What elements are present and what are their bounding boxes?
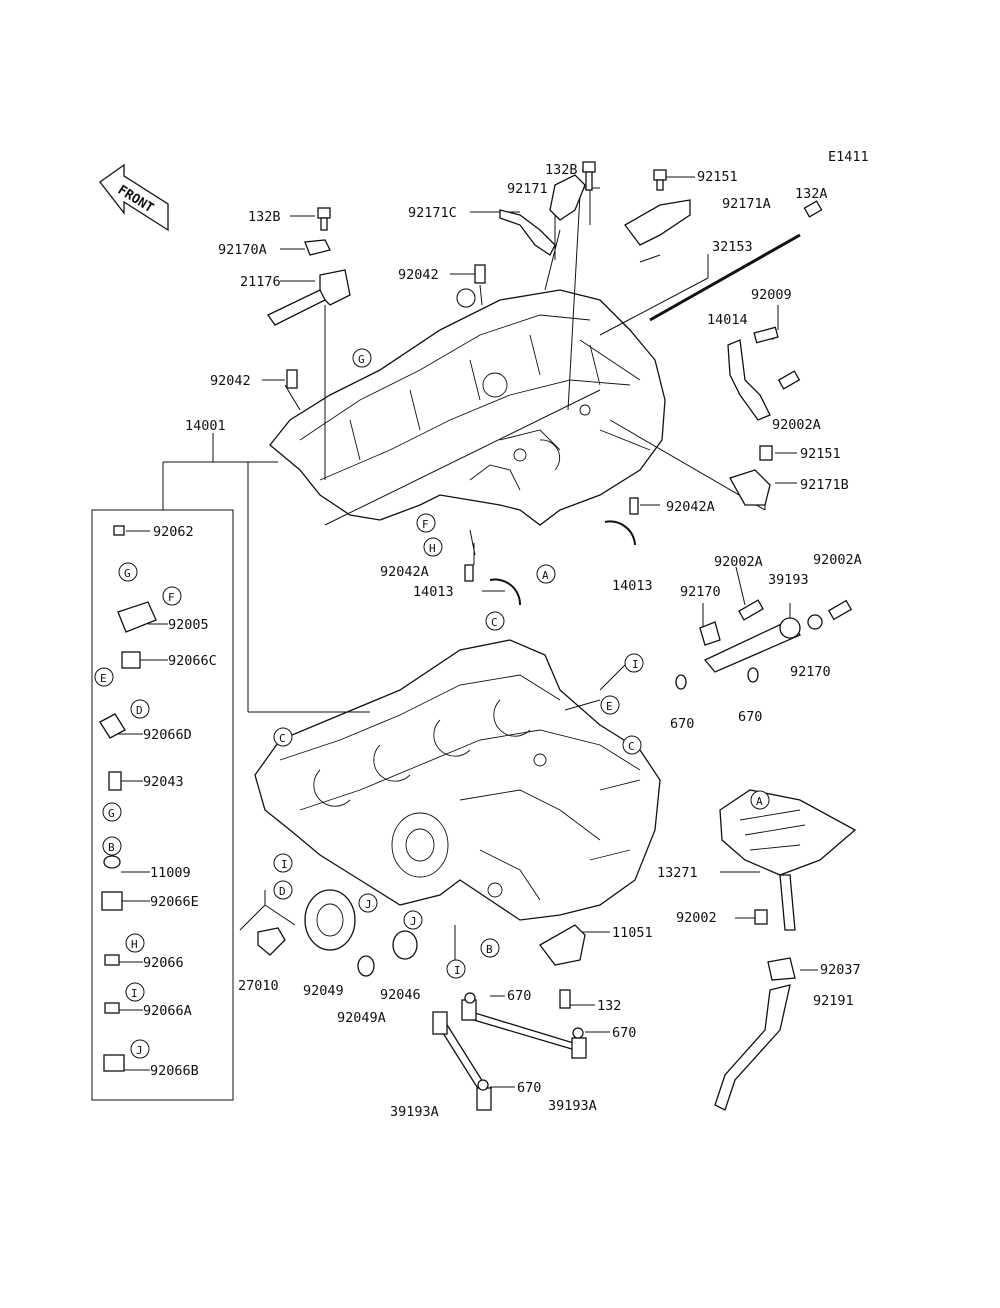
callout-b: B	[486, 943, 493, 956]
part-labels: 132B 92171 92171C 92151 92171A 132A 132B…	[185, 162, 862, 1120]
label-39193A-left[interactable]: 39193A	[390, 1104, 439, 1120]
sidebar-callouts: G F E D G B H I J	[94, 562, 182, 1059]
leader-lines	[162, 169, 818, 1088]
callout-d: D	[279, 885, 286, 898]
sidebar-ref-i: I	[131, 987, 138, 1000]
label-92151-top[interactable]: 92151	[697, 169, 738, 185]
sidebar-part-11009[interactable]: 11009	[150, 865, 191, 881]
sidebar-ref-g2: G	[108, 807, 115, 820]
sidebar-part-icons	[99, 525, 157, 1072]
sidebar-part-92066E[interactable]: 92066E	[150, 894, 199, 910]
sidebar-list: 92062 92005 92066C 92066D 92043 11009 92…	[143, 524, 217, 1079]
front-arrow-icon: FRONT	[99, 163, 169, 232]
label-92171A[interactable]: 92171A	[722, 196, 771, 212]
label-92002[interactable]: 92002	[676, 910, 717, 926]
label-92042A-mid[interactable]: 92042A	[380, 564, 429, 580]
label-92042-top[interactable]: 92042	[398, 267, 439, 283]
label-670-b[interactable]: 670	[738, 709, 762, 725]
sidebar-part-92005[interactable]: 92005	[168, 617, 209, 633]
label-92170A[interactable]: 92170A	[218, 242, 267, 258]
callout-c-1: C	[491, 616, 498, 629]
label-11051[interactable]: 11051	[612, 925, 653, 941]
label-92049[interactable]: 92049	[303, 983, 344, 999]
sidebar-ref-e: E	[100, 672, 107, 685]
label-27010[interactable]: 27010	[238, 978, 279, 994]
label-670-d[interactable]: 670	[612, 1025, 636, 1041]
lower-crankcase	[254, 639, 661, 921]
callout-c-2: C	[279, 732, 286, 745]
label-39193A-right[interactable]: 39193A	[548, 1098, 597, 1114]
label-92002A-c2[interactable]: 92002A	[813, 552, 862, 568]
label-132B-left[interactable]: 132B	[248, 209, 281, 225]
callout-e: E	[606, 700, 613, 713]
callout-i-1: I	[632, 658, 639, 671]
sidebar-part-92066B[interactable]: 92066B	[150, 1063, 199, 1079]
sidebar-part-92066[interactable]: 92066	[143, 955, 184, 971]
callout-j-2: J	[410, 915, 417, 928]
label-92042A-right[interactable]: 92042A	[666, 499, 715, 515]
callout-a-1: A	[542, 569, 549, 582]
label-14014[interactable]: 14014	[707, 312, 748, 328]
sidebar-leaders	[118, 530, 168, 1071]
label-132[interactable]: 132	[597, 998, 621, 1014]
callout-i-3: I	[454, 964, 461, 977]
callout-h: H	[429, 542, 436, 555]
sidebar-part-92062[interactable]: 92062	[153, 524, 194, 540]
label-13271[interactable]: 13271	[657, 865, 698, 881]
label-92171B[interactable]: 92171B	[800, 477, 849, 493]
label-92171[interactable]: 92171	[507, 181, 548, 197]
label-92170-a[interactable]: 92170	[680, 584, 721, 600]
diagram-callouts: G G F H A A C C C I E I D J J B I	[273, 288, 770, 979]
sidebar-ref-d: D	[136, 704, 143, 717]
sidebar-part-92043[interactable]: 92043	[143, 774, 184, 790]
label-92037[interactable]: 92037	[820, 962, 861, 978]
label-92002A-c1[interactable]: 92002A	[714, 554, 763, 570]
label-14013-a[interactable]: 14013	[413, 584, 454, 600]
label-14001[interactable]: 14001	[185, 418, 226, 434]
sidebar-ref-b: B	[108, 841, 115, 854]
small-parts	[257, 161, 857, 1111]
label-14013-b[interactable]: 14013	[612, 578, 653, 594]
label-92046[interactable]: 92046	[380, 987, 421, 1003]
label-92002A-right[interactable]: 92002A	[772, 417, 821, 433]
sidebar-part-92066D[interactable]: 92066D	[143, 727, 192, 743]
diagram-code: E1411	[828, 149, 869, 165]
callout-g-2: G	[358, 353, 365, 366]
label-92042-left[interactable]: 92042	[210, 373, 251, 389]
label-132B-top[interactable]: 132B	[545, 162, 578, 178]
callout-f: F	[422, 518, 429, 531]
upper-crankcase	[269, 289, 666, 526]
label-670-c[interactable]: 670	[507, 988, 531, 1004]
sidebar-ref-f: F	[168, 591, 175, 604]
label-32153[interactable]: 32153	[712, 239, 753, 255]
label-92170-b[interactable]: 92170	[790, 664, 831, 680]
label-92049A[interactable]: 92049A	[337, 1010, 386, 1026]
label-670-a[interactable]: 670	[670, 716, 694, 732]
sidebar-parts-box	[91, 509, 234, 1101]
label-92009[interactable]: 92009	[751, 287, 792, 303]
callout-a-2: A	[756, 795, 763, 808]
label-132A[interactable]: 132A	[795, 186, 828, 202]
sidebar-ref-h: H	[131, 938, 138, 951]
sidebar-part-92066C[interactable]: 92066C	[168, 653, 217, 669]
sidebar-part-92066A[interactable]: 92066A	[143, 1003, 192, 1019]
label-92171C[interactable]: 92171C	[408, 205, 457, 221]
callout-i-2: I	[281, 858, 288, 871]
label-92191[interactable]: 92191	[813, 993, 854, 1009]
callout-c-3: C	[628, 740, 635, 753]
callout-j-1: J	[365, 898, 372, 911]
sidebar-ref-j: J	[136, 1044, 143, 1057]
label-39193[interactable]: 39193	[768, 572, 809, 588]
label-21176[interactable]: 21176	[240, 274, 281, 290]
label-670-e[interactable]: 670	[517, 1080, 541, 1096]
label-92151-mid[interactable]: 92151	[800, 446, 841, 462]
sidebar-ref-g1: G	[124, 567, 131, 580]
